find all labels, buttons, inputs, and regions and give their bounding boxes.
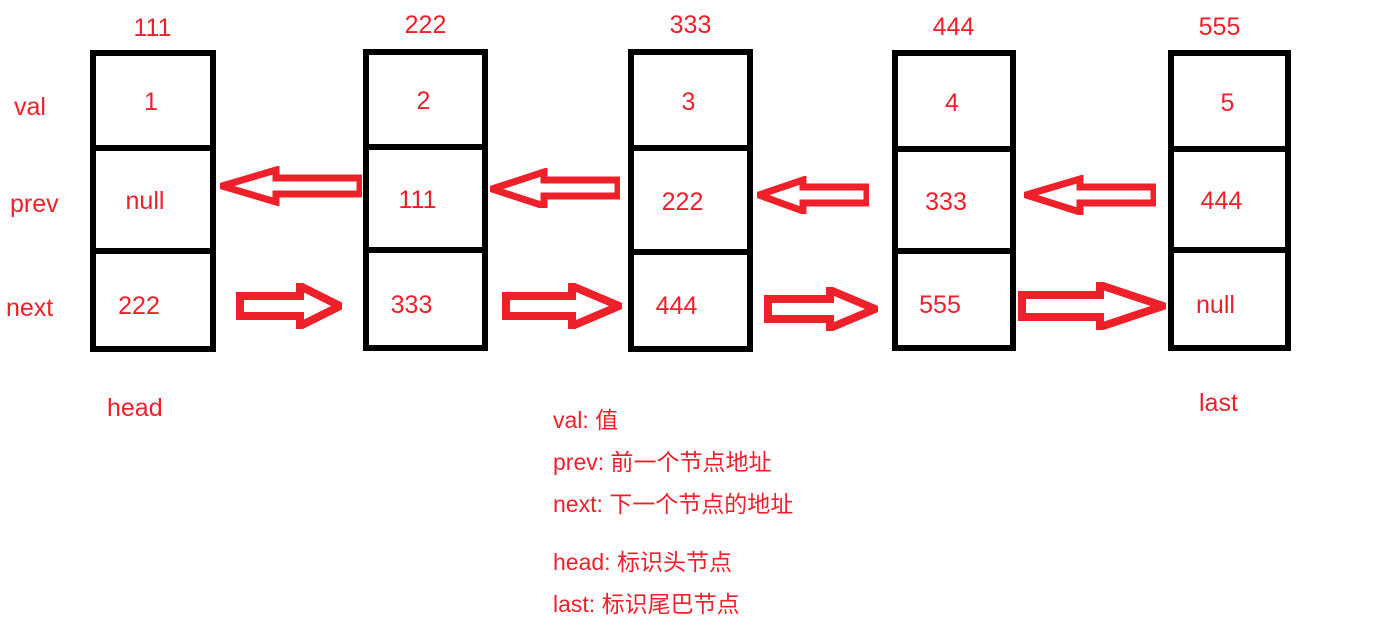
node-222-next-cell: 333	[369, 247, 482, 345]
legend-item-val: val: 值	[553, 400, 973, 442]
node-222-next: 333	[390, 290, 433, 319]
next-link-arrow-222-to-333	[502, 279, 630, 333]
node-111-prev-cell: null	[96, 145, 210, 248]
node-box-444: 4 333 555	[892, 50, 1016, 351]
node-111-prev: null	[125, 187, 165, 215]
next-link-arrow-444-to-555	[1018, 279, 1176, 333]
node-444-val-cell: 4	[898, 56, 1010, 146]
node-address-444: 444	[932, 13, 975, 41]
prev-link-arrow-222-to-111	[209, 165, 364, 207]
legend-desc-head: 标识头节点	[616, 550, 732, 576]
legend-item-prev: prev: 前一个节点地址	[553, 442, 973, 484]
node-555-val-cell: 5	[1174, 56, 1285, 146]
node-222-val: 2	[416, 87, 431, 115]
legend-term-val: val:	[553, 407, 589, 433]
row-label-next: next	[6, 294, 54, 322]
legend-term-prev: prev:	[553, 449, 605, 475]
node-333-prev: 222	[661, 187, 704, 216]
legend-item-head: head: 标识头节点	[553, 542, 973, 584]
node-444-next: 555	[919, 291, 961, 319]
prev-link-arrow-444-to-333	[748, 175, 871, 216]
legend-desc-prev: 前一个节点地址	[610, 450, 772, 476]
legend-desc-next: 下一个节点的地址	[609, 492, 794, 518]
node-address-333: 333	[669, 11, 712, 39]
legend-desc-last: 标识尾巴节点	[601, 592, 740, 618]
node-box-333: 3 222 444	[628, 49, 753, 352]
node-555-val: 5	[1220, 88, 1235, 117]
node-address-222: 222	[404, 11, 447, 39]
node-555-prev-cell: 444	[1174, 146, 1285, 247]
node-333-val-cell: 3	[634, 55, 747, 145]
node-111-val-cell: 1	[96, 56, 210, 145]
legend-desc-val: 值	[595, 408, 619, 434]
node-111-val: 1	[144, 88, 158, 116]
next-link-arrow-333-to-444	[764, 283, 886, 335]
node-555-next-cell: null	[1174, 247, 1285, 345]
legend-term-head: head:	[553, 549, 611, 575]
node-box-222: 2 111 333	[363, 49, 488, 351]
node-333-next: 444	[655, 292, 698, 320]
node-222-prev-cell: 111	[369, 144, 482, 247]
last-pointer-caption: last	[1199, 389, 1238, 417]
node-444-prev: 333	[925, 187, 967, 216]
legend-term-next: next:	[553, 491, 603, 517]
head-pointer-caption: head	[107, 394, 163, 422]
node-555-prev: 444	[1200, 187, 1243, 215]
node-333-prev-cell: 222	[634, 145, 747, 249]
legend: val: 值 prev: 前一个节点地址 next: 下一个节点的地址 head…	[553, 400, 973, 626]
row-label-prev: prev	[10, 190, 59, 218]
row-label-val: val	[14, 93, 46, 121]
node-222-prev: 111	[398, 186, 437, 214]
node-111-next-cell: 222	[96, 248, 210, 346]
legend-item-last: last: 标识尾巴节点	[553, 584, 973, 626]
legend-term-last: last:	[553, 591, 596, 617]
node-333-next-cell: 444	[634, 249, 747, 346]
prev-link-arrow-333-to-222	[480, 167, 622, 211]
node-333-val: 3	[681, 87, 696, 116]
node-222-val-cell: 2	[369, 55, 482, 144]
next-link-arrow-111-to-222	[236, 279, 349, 333]
legend-item-next: next: 下一个节点的地址	[553, 484, 973, 526]
node-444-val: 4	[945, 88, 959, 117]
node-box-111: 1 null 222	[90, 50, 216, 352]
node-444-prev-cell: 333	[898, 146, 1010, 248]
node-address-555: 555	[1198, 13, 1241, 41]
node-address-111: 111	[133, 14, 172, 42]
node-555-next: null	[1196, 290, 1235, 319]
prev-link-arrow-555-to-444	[1014, 174, 1158, 217]
node-444-next-cell: 555	[898, 248, 1010, 345]
node-111-next: 222	[118, 291, 160, 320]
node-box-555: 5 444 null	[1168, 50, 1291, 351]
